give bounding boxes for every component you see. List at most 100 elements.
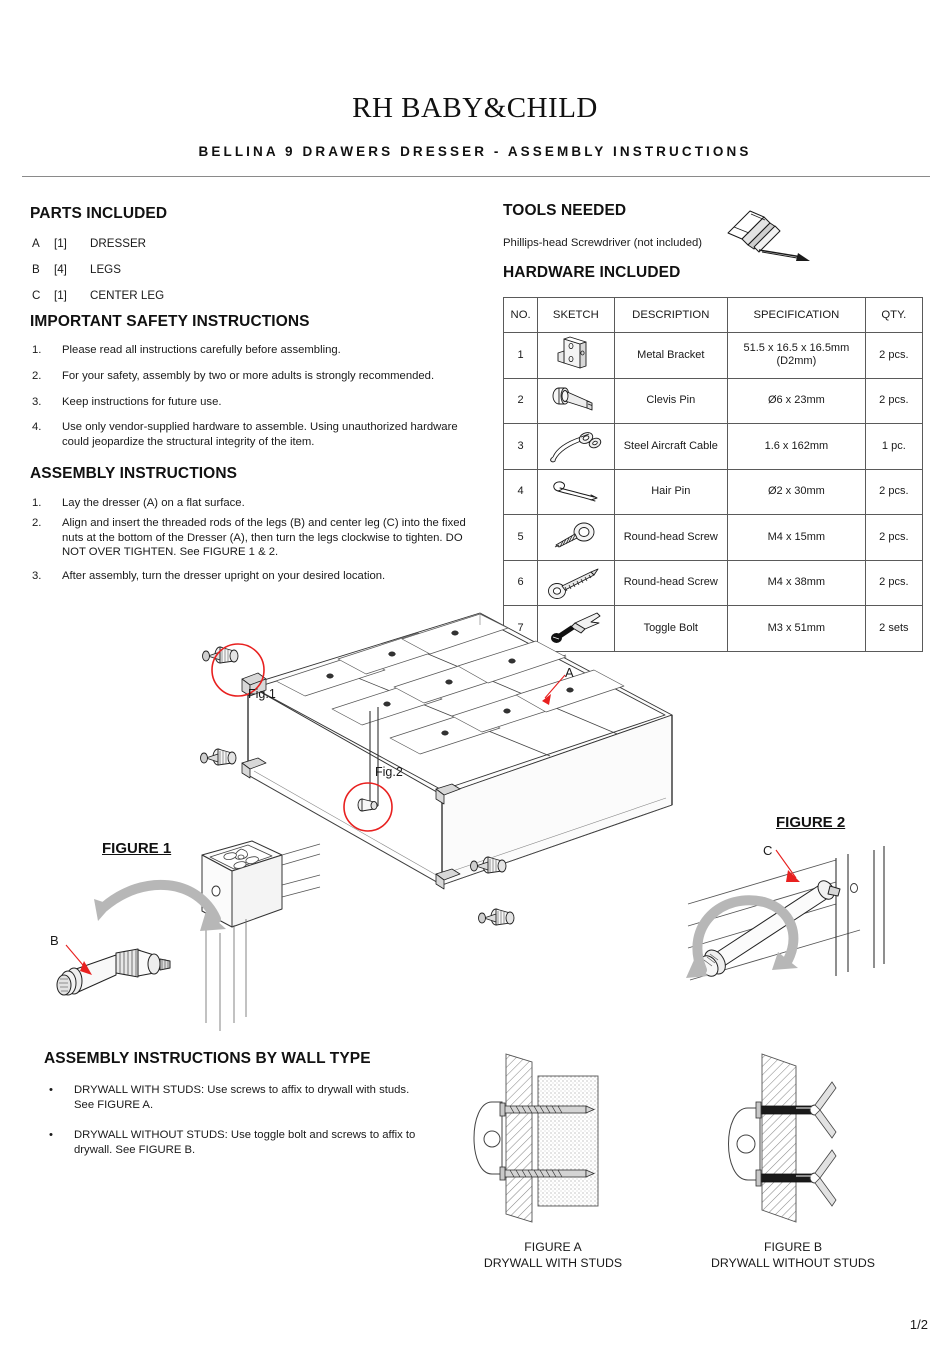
brand-logo: RH BABY&CHILD xyxy=(352,92,598,124)
figure-b-diagram xyxy=(728,1053,837,1223)
figure-1-diagram xyxy=(56,840,321,1031)
item-text: Use only vendor-supplied hardware to ass… xyxy=(62,421,458,448)
fig2-highlight-circle xyxy=(343,782,393,832)
rotation-arrow xyxy=(692,895,799,975)
table-row: 2 Clevis Pin Ø6 xyxy=(502,377,924,424)
hardware-included-heading: HARDWARE INCLUDED xyxy=(503,264,681,281)
list-item: B [4] LEGS xyxy=(32,263,121,276)
assembly-instructions-heading: ASSEMBLY INSTRUCTIONS xyxy=(30,465,238,482)
part-qty: [4] xyxy=(54,263,67,276)
table-row: 1 Metal Bracket 51. xyxy=(502,332,924,379)
header-divider xyxy=(22,176,930,177)
item-text: After assembly, turn the dresser upright… xyxy=(62,570,386,582)
tools-needed-heading: TOOLS NEEDED xyxy=(503,202,627,219)
cell-specification: 1.6 x 162mm xyxy=(727,423,866,470)
list-item: 4. Use only vendor-supplied hardware to … xyxy=(32,420,472,449)
cell-no: 2 xyxy=(502,377,539,424)
figure-a-caption: FIGURE A DRYWALL WITH STUDS xyxy=(428,1239,678,1271)
cell-no: 5 xyxy=(502,514,539,561)
part-name: DRESSER xyxy=(90,237,147,250)
figure-a-subtitle: DRYWALL WITH STUDS xyxy=(483,1256,623,1270)
item-number: 1. xyxy=(32,497,42,509)
label-b: B xyxy=(50,933,59,948)
cell-qty: 2 pcs. xyxy=(864,559,924,606)
item-number: 3. xyxy=(32,570,42,582)
label-c: C xyxy=(763,843,773,858)
figure-a-title: FIGURE A xyxy=(524,1240,582,1254)
fig1-highlight-circle xyxy=(211,643,265,697)
cell-description: Hair Pin xyxy=(613,468,729,515)
bullet-marker: • xyxy=(49,1129,53,1141)
clevis-pin-icon xyxy=(537,377,615,424)
fig1-note: Fig.1 xyxy=(248,687,276,701)
item-number: 4. xyxy=(32,421,42,433)
table-row: 7 Toggle Bolt M3 x xyxy=(502,605,924,652)
list-item: 1. Lay the dresser (A) on a flat surface… xyxy=(32,496,482,511)
item-text: Keep instructions for future use. xyxy=(62,396,222,408)
hair-pin-icon xyxy=(537,468,615,515)
figure-2-diagram xyxy=(686,846,885,981)
item-text: DRYWALL WITH STUDS: Use screws to affix … xyxy=(74,1084,410,1111)
cell-specification: Ø2 x 30mm xyxy=(727,468,866,515)
toggle-bolt-upper xyxy=(755,1081,837,1139)
figure-b-caption: FIGURE B DRYWALL WITHOUT STUDS xyxy=(668,1239,918,1271)
rotation-arrow xyxy=(99,879,221,924)
part-letter: B xyxy=(32,263,40,276)
tools-needed-text: Phillips-head Screwdriver (not included) xyxy=(503,237,703,249)
drywall-sheet xyxy=(505,1053,533,1223)
list-item: C[1]CENTER LEG xyxy=(32,289,164,302)
item-text: Lay the dresser (A) on a flat surface. xyxy=(62,497,245,509)
item-number: 1. xyxy=(32,344,42,356)
cell-no: 3 xyxy=(502,423,539,470)
part-qty: [1] xyxy=(54,237,67,250)
safety-heading: IMPORTANT SAFETY INSTRUCTIONS xyxy=(30,313,310,330)
cell-specification: M3 x 51mm xyxy=(727,605,866,652)
list-item: 2. Align and insert the threaded rods of… xyxy=(32,516,487,560)
cell-description: Clevis Pin xyxy=(613,377,729,424)
parts-included-heading: PARTS INCLUDED xyxy=(30,205,168,222)
cell-description: Toggle Bolt xyxy=(613,605,729,652)
table-row: 3 Stee xyxy=(502,423,924,470)
fig2-note: Fig.2 xyxy=(375,765,403,779)
round-head-screw-long-icon xyxy=(537,559,615,606)
drywall-sheet xyxy=(761,1053,797,1223)
bullet-marker: • xyxy=(49,1084,53,1096)
item-text: For your safety, assembly by two or more… xyxy=(62,370,435,382)
column-header-qty: QTY. xyxy=(864,297,924,333)
cell-specification: M4 x 15mm xyxy=(727,514,866,561)
column-header-sketch: SKETCH xyxy=(537,297,615,333)
item-text: Please read all instructions carefully b… xyxy=(62,344,341,356)
item-number: 2. xyxy=(32,370,42,382)
part-letter: C xyxy=(32,289,41,302)
label-a-leader xyxy=(544,674,566,699)
column-header-no: NO. xyxy=(502,297,539,333)
stud-block xyxy=(537,1075,599,1207)
screwdriver-icon xyxy=(727,210,810,261)
figure-2-title: FIGURE 2 xyxy=(776,814,846,831)
figure-1-title: FIGURE 1 xyxy=(102,840,172,857)
item-text: DRYWALL WITHOUT STUDS: Use toggle bolt a… xyxy=(74,1129,416,1156)
item-text: Align and insert the threaded rods of th… xyxy=(62,517,466,559)
screw-lower xyxy=(499,1166,595,1181)
table-row: 6 xyxy=(502,559,924,606)
part-name: LEGS xyxy=(90,263,121,276)
cell-qty: 2 pcs. xyxy=(864,377,924,424)
table-header-row: NO. SKETCH DESCRIPTION SPECIFICATION QTY… xyxy=(502,297,924,333)
cell-description: Steel Aircraft Cable xyxy=(613,423,729,470)
round-head-screw-icon xyxy=(537,514,615,561)
item-number: 2. xyxy=(32,517,42,529)
cell-qty: 2 pcs. xyxy=(864,332,924,379)
cell-no: 4 xyxy=(502,468,539,515)
cell-specification: Ø6 x 23mm xyxy=(727,377,866,424)
list-item: • DRYWALL WITHOUT STUDS: Use toggle bolt… xyxy=(44,1128,424,1158)
part-name: CENTER LEG xyxy=(90,289,165,302)
cell-specification: 51.5 x 16.5 x 16.5mm (D2mm) xyxy=(727,332,866,379)
cell-qty: 2 pcs. xyxy=(864,514,924,561)
column-header-specification: SPECIFICATION xyxy=(727,297,866,333)
label-c-leader xyxy=(775,849,797,879)
wall-type-heading: ASSEMBLY INSTRUCTIONS BY WALL TYPE xyxy=(44,1050,371,1067)
figure-a-diagram xyxy=(473,1053,599,1223)
list-item: • DRYWALL WITH STUDS: Use screws to affi… xyxy=(44,1083,414,1113)
cell-description: Metal Bracket xyxy=(613,332,729,379)
